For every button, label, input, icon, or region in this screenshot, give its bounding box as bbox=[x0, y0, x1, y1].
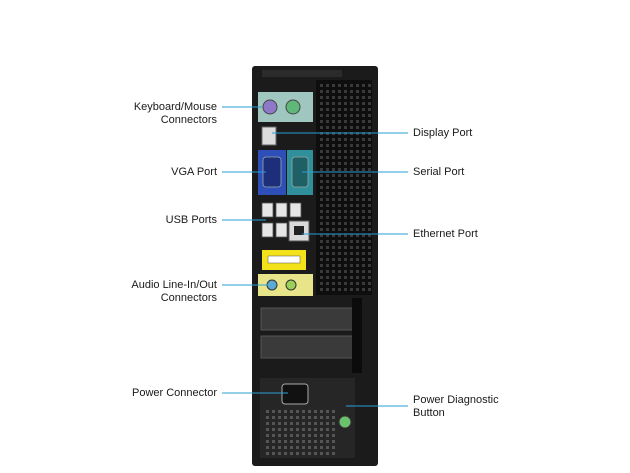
label-keyboard-mouse: Keyboard/Mouse Connectors bbox=[134, 101, 217, 127]
label-line: Audio Line-In/Out bbox=[131, 279, 217, 291]
power-connector bbox=[281, 383, 309, 405]
line-in-jack bbox=[266, 279, 278, 291]
label-usb-ports: USB Ports bbox=[166, 214, 217, 227]
label-line: Display Port bbox=[413, 127, 473, 139]
label-line: Connectors bbox=[160, 292, 217, 304]
label-audio: Audio Line-In/Out Connectors bbox=[131, 279, 217, 305]
display-port bbox=[261, 126, 277, 146]
power-diagnostic-button bbox=[338, 415, 352, 429]
label-serial-port: Serial Port bbox=[413, 166, 464, 179]
expansion-slot-1 bbox=[260, 307, 357, 331]
line-out-jack bbox=[285, 279, 297, 291]
label-line: Connectors bbox=[160, 114, 217, 126]
label-ethernet-port: Ethernet Port bbox=[413, 228, 478, 241]
psu-vents bbox=[266, 410, 335, 455]
label-line: Ethernet Port bbox=[413, 228, 478, 240]
label-line: Power Connector bbox=[132, 387, 217, 399]
vent-holes bbox=[320, 84, 371, 291]
label-line: Serial Port bbox=[413, 166, 465, 178]
label-line: Button bbox=[413, 407, 445, 419]
mouse-port bbox=[285, 99, 301, 115]
chassis-top-label bbox=[262, 70, 342, 77]
label-line: USB Ports bbox=[165, 214, 217, 226]
leader-lines bbox=[222, 106, 408, 407]
label-line: Power Diagnostic bbox=[413, 394, 499, 406]
label-power-connector: Power Connector bbox=[132, 387, 217, 400]
expansion-slot-2 bbox=[260, 335, 357, 359]
keyboard-port bbox=[262, 99, 278, 115]
label-power-diagnostic: Power Diagnostic Button bbox=[413, 394, 499, 420]
label-line: VGA Port bbox=[171, 166, 217, 178]
label-display-port: Display Port bbox=[413, 127, 472, 140]
usb-ports bbox=[261, 202, 302, 238]
label-vga-port: VGA Port bbox=[171, 166, 217, 179]
label-line: Keyboard/Mouse bbox=[133, 101, 217, 113]
